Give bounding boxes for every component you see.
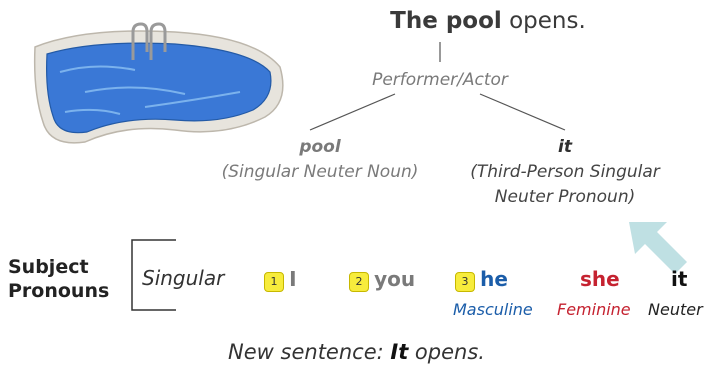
left-node-description: (Singular Neuter Noun) bbox=[221, 162, 419, 182]
pronoun-word: you bbox=[374, 267, 416, 291]
pronoun-second-person: 2 you bbox=[349, 267, 415, 292]
new-sentence: New sentence: It opens. bbox=[0, 340, 713, 364]
new-sentence-prefix: New sentence: bbox=[228, 340, 391, 364]
gender-masculine: Masculine bbox=[453, 300, 533, 319]
pronoun-she: she bbox=[580, 267, 620, 291]
pronoun-first-person: 1 I bbox=[264, 267, 297, 292]
subject-title-line2: Pronouns bbox=[8, 280, 110, 302]
arrow-up-left-icon bbox=[629, 222, 687, 274]
right-node-description-line2: Neuter Pronoun) bbox=[494, 187, 636, 207]
subject-title-line1: Subject bbox=[8, 256, 89, 278]
right-node-description-line1: (Third-Person Singular bbox=[470, 162, 660, 182]
right-node-word: it bbox=[558, 137, 572, 157]
performer-actor-label: Performer/Actor bbox=[372, 70, 508, 90]
sentence-predicate: opens. bbox=[501, 8, 586, 34]
pronoun-word: he bbox=[480, 267, 508, 291]
swimming-pool-icon bbox=[33, 22, 284, 144]
example-sentence: The pool opens. bbox=[0, 8, 713, 34]
new-sentence-subject: It bbox=[390, 340, 409, 364]
number-badge: 3 bbox=[455, 271, 475, 292]
subject-pronouns-title: Subject Pronouns bbox=[8, 255, 109, 303]
number-badge: 2 bbox=[349, 271, 369, 292]
pronoun-it: it bbox=[671, 267, 688, 291]
sentence-subject: The pool bbox=[390, 8, 502, 34]
pronoun-third-person-he: 3 he bbox=[455, 267, 508, 292]
pronoun-word: I bbox=[289, 267, 297, 291]
new-sentence-rest: opens. bbox=[408, 340, 485, 364]
gender-neuter: Neuter bbox=[648, 300, 703, 319]
number-badge: 1 bbox=[264, 271, 284, 292]
gender-feminine: Feminine bbox=[557, 300, 631, 319]
singular-label: Singular bbox=[142, 266, 225, 290]
left-node-word: pool bbox=[299, 137, 341, 157]
